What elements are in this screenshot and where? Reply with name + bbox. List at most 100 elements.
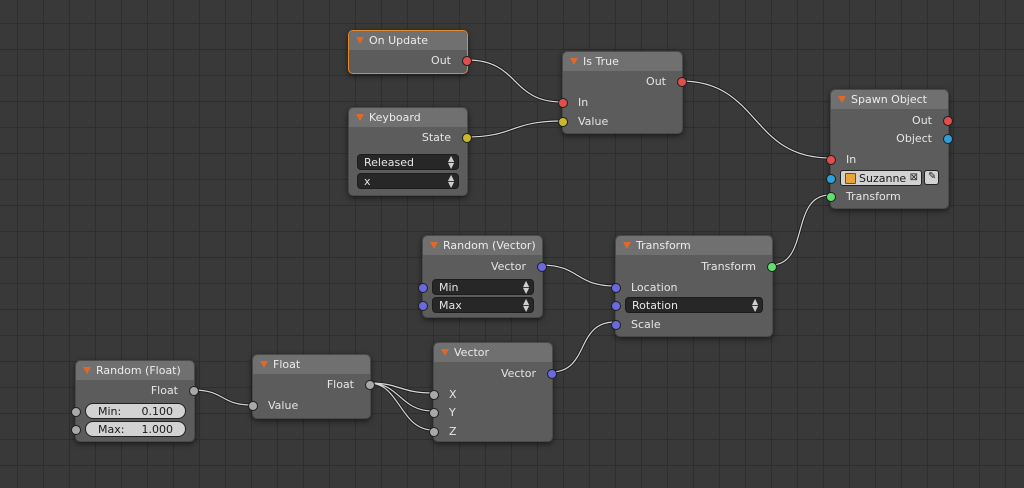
input-socket-location[interactable]	[611, 283, 621, 293]
dropdown-arrows-icon: ▲▼	[752, 297, 759, 313]
input-socket-min[interactable]	[71, 407, 81, 417]
max-number-field[interactable]: Max: 1.000	[85, 421, 186, 437]
object-field[interactable]: Suzanne ⊠	[840, 170, 922, 186]
output-socket-out[interactable]	[677, 77, 687, 87]
input-label: Value	[268, 399, 299, 412]
link-float-z-shadow	[368, 381, 434, 432]
collapse-triangle-icon[interactable]	[441, 349, 449, 356]
output-socket-out[interactable]	[943, 116, 953, 126]
keyboard-mode-dropdown[interactable]: Released ▲▼	[357, 154, 459, 170]
input-socket-x[interactable]	[429, 390, 439, 400]
link-randvec-transform	[540, 264, 616, 287]
output-socket-out[interactable]	[462, 56, 472, 66]
input-row-y: Y	[429, 404, 552, 422]
node-spawn-object[interactable]: Spawn Object Out Object In Suzanne ⊠ ✎ T…	[826, 89, 953, 209]
input-label: In	[578, 96, 589, 109]
node-keyboard[interactable]: Keyboard State Released ▲▼ x ▲▼	[348, 107, 472, 196]
output-label: Vector	[500, 367, 536, 380]
node-title: Transform	[636, 239, 691, 252]
node-random-vector[interactable]: Random (Vector) Vector Min ▲▼ Max ▲▼	[418, 235, 547, 318]
input-socket-rotation[interactable]	[611, 301, 621, 311]
node-on-update[interactable]: On Update Out	[348, 30, 472, 74]
rotation-dropdown[interactable]: Rotation ▲▼	[625, 297, 763, 313]
output-socket-float[interactable]	[189, 386, 199, 396]
collapse-triangle-icon[interactable]	[570, 58, 578, 65]
input-row-max: Max ▲▼	[418, 297, 542, 315]
node-title: Spawn Object	[851, 93, 927, 106]
object-cube-icon	[845, 173, 856, 184]
node-float[interactable]: Float Float Value	[248, 354, 375, 419]
node-is-true[interactable]: Is True Out In Value	[558, 51, 687, 134]
output-socket-vector[interactable]	[537, 262, 547, 272]
collapse-triangle-icon[interactable]	[356, 37, 364, 44]
input-socket-max[interactable]	[71, 425, 81, 435]
node-header[interactable]: Vector	[434, 343, 552, 362]
input-row-rotation: Rotation ▲▼	[611, 297, 772, 315]
output-socket-state[interactable]	[462, 133, 472, 143]
field-value: 1.000	[141, 423, 174, 436]
output-socket-float[interactable]	[365, 380, 375, 390]
input-socket-value[interactable]	[248, 401, 258, 411]
node-header[interactable]: On Update	[349, 31, 467, 50]
node-header[interactable]: Random (Float)	[76, 361, 194, 380]
clear-object-icon[interactable]: ⊠	[909, 172, 918, 183]
input-label: Z	[449, 425, 457, 438]
eyedropper-button[interactable]: ✎	[924, 170, 939, 185]
input-label: X	[449, 388, 457, 401]
output-label: Float	[150, 384, 178, 397]
link-float-y	[368, 382, 434, 412]
collapse-triangle-icon[interactable]	[83, 367, 91, 374]
input-row-scale: Scale	[611, 316, 772, 334]
output-socket-vector[interactable]	[547, 369, 557, 379]
input-socket-in[interactable]	[826, 155, 836, 165]
min-number-field[interactable]: Min: 0.100	[85, 403, 186, 419]
collapse-triangle-icon[interactable]	[356, 114, 364, 121]
input-row-transform: Transform	[826, 188, 948, 206]
input-socket-in[interactable]	[558, 98, 568, 108]
input-label: Location	[631, 281, 678, 294]
min-vector-dropdown[interactable]: Min ▲▼	[432, 279, 534, 295]
output-socket-object[interactable]	[943, 134, 953, 144]
input-socket-scale[interactable]	[611, 320, 621, 330]
max-vector-dropdown[interactable]: Max ▲▼	[432, 297, 534, 313]
input-row-z: Z	[429, 423, 552, 441]
input-row-location: Location	[611, 279, 772, 297]
input-socket-y[interactable]	[429, 408, 439, 418]
output-label: Out	[431, 54, 451, 67]
link-float-y-shadow	[368, 381, 434, 413]
link-float-x	[368, 382, 434, 394]
node-header[interactable]: Keyboard	[349, 108, 467, 127]
input-socket-object[interactable]	[826, 174, 836, 184]
collapse-triangle-icon[interactable]	[838, 96, 846, 103]
node-title: Keyboard	[369, 111, 421, 124]
collapse-triangle-icon[interactable]	[430, 242, 438, 249]
input-socket-z[interactable]	[429, 427, 439, 437]
input-socket-value[interactable]	[558, 117, 568, 127]
node-header[interactable]: Random (Vector)	[423, 236, 542, 255]
collapse-triangle-icon[interactable]	[623, 242, 631, 249]
input-socket-max[interactable]	[418, 301, 428, 311]
node-header[interactable]: Float	[253, 355, 370, 374]
input-row-object: Suzanne ⊠ ✎	[826, 170, 948, 188]
input-label: Transform	[846, 190, 901, 203]
node-vector[interactable]: Vector Vector X Y Z	[429, 342, 557, 442]
node-random-float[interactable]: Random (Float) Float Min: 0.100 Max: 1.0…	[71, 360, 199, 442]
link-float-x-shadow	[368, 381, 434, 395]
node-header[interactable]: Spawn Object	[831, 90, 948, 109]
output-label: Out	[912, 114, 932, 127]
node-transform[interactable]: Transform Transform Location Rotation ▲▼…	[611, 235, 777, 337]
input-socket-transform[interactable]	[826, 192, 836, 202]
input-row-value: Value	[558, 113, 682, 131]
node-header[interactable]: Transform	[616, 236, 772, 255]
link-vector-transform	[550, 321, 616, 373]
dropdown-value: Min	[439, 281, 459, 294]
output-socket-transform[interactable]	[767, 262, 777, 272]
node-header[interactable]: Is True	[563, 52, 682, 71]
keyboard-key-dropdown[interactable]: x ▲▼	[357, 173, 459, 189]
input-row-in: In	[826, 151, 948, 169]
input-socket-min[interactable]	[418, 283, 428, 293]
collapse-triangle-icon[interactable]	[260, 361, 268, 368]
link-onupdate-istrue	[466, 59, 563, 103]
dropdown-arrows-icon: ▲▼	[523, 279, 530, 295]
